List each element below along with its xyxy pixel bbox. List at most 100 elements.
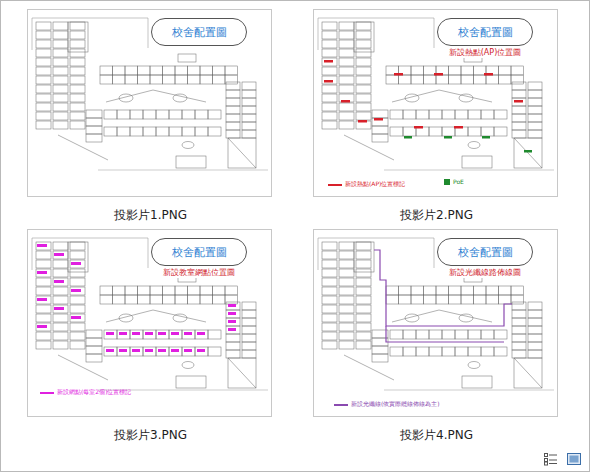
plan-stroke (53, 76, 68, 84)
plan-stroke (36, 278, 51, 286)
plan-stroke (70, 242, 85, 250)
plan-stroke (499, 66, 512, 75)
plan-stroke (225, 75, 238, 84)
plan-stroke (403, 110, 416, 119)
plan-stroke (36, 58, 51, 66)
plan-stroke (356, 58, 371, 66)
plan-stroke (339, 31, 354, 39)
plan-stroke (53, 121, 68, 129)
plan-stroke (322, 314, 337, 322)
plan-stroke (339, 103, 354, 111)
plan-stroke (462, 376, 492, 388)
slide-thumbnail: 投影片1.PNG校舍配置圖 (27, 9, 272, 197)
plan-stroke (512, 114, 526, 122)
plan-stroke (113, 75, 126, 84)
plan-stroke (449, 286, 462, 295)
plan-stroke (242, 326, 256, 334)
plan-stroke (195, 127, 208, 136)
plan-stroke (175, 286, 188, 295)
plan-stroke (86, 118, 102, 126)
plan-stroke (86, 110, 102, 118)
port-mark (37, 325, 47, 328)
plan-stroke (514, 358, 542, 388)
plan-stroke (339, 22, 354, 30)
plan-stroke (143, 347, 156, 356)
plan-stroke (339, 94, 354, 102)
plan-stroke (176, 376, 206, 388)
fiber-line (386, 326, 504, 342)
floor-plan (318, 18, 554, 170)
floor-plan (318, 238, 554, 390)
plan-stroke (339, 85, 354, 93)
port-mark (228, 320, 236, 323)
plan-stroke (53, 58, 68, 66)
plan-stroke (528, 122, 542, 130)
plan-stroke (411, 66, 424, 75)
plan-stroke (528, 106, 542, 114)
plan-stroke (32, 18, 148, 50)
legend-item: PoE (444, 178, 464, 185)
plan-stroke (36, 22, 51, 30)
plan-stroke (163, 295, 176, 304)
plan-stroke (70, 269, 85, 277)
plan-stroke (98, 170, 268, 171)
plan-stroke (372, 346, 388, 354)
plan-stroke (225, 286, 238, 295)
port-mark (171, 349, 179, 352)
plan-stroke (356, 112, 371, 120)
plan-stroke (53, 40, 68, 48)
plan-stroke (494, 347, 507, 356)
plan-stroke (356, 31, 371, 39)
plan-stroke (481, 127, 494, 136)
plan-stroke (512, 122, 526, 130)
plan-stroke (228, 358, 256, 388)
plan-stroke (36, 305, 51, 313)
port-mark (54, 253, 64, 256)
plan-stroke (322, 332, 337, 340)
plan-stroke (356, 287, 371, 295)
plan-stroke (36, 121, 51, 129)
plan-stroke (32, 238, 148, 270)
port-mark (171, 332, 179, 335)
legend-text: 新設熱點(AP)位置標記 (345, 180, 405, 189)
plan-stroke (143, 110, 156, 119)
plan-stroke (200, 286, 213, 295)
plan-stroke (384, 170, 554, 171)
plan-stroke (512, 106, 526, 114)
plan-stroke (411, 295, 424, 304)
plan-stroke (512, 310, 526, 318)
plan-stroke (58, 135, 108, 160)
plan-stroke (143, 330, 156, 339)
plan-stroke (117, 127, 130, 136)
plan-stroke (429, 110, 442, 119)
plan-stroke (175, 66, 188, 75)
plan-stroke (356, 251, 371, 259)
ap-mark (324, 80, 333, 83)
slide-thumbnail: 投影片3.PNG校舍配置圖新設教室網點位置圖新設網點(每室2個)位置標記 (27, 229, 272, 417)
plan-stroke (424, 286, 437, 295)
plan-stroke (36, 341, 51, 349)
ap-mark (358, 120, 367, 123)
plan-stroke (486, 286, 499, 295)
plan-stroke (442, 330, 455, 339)
port-mark (145, 349, 153, 352)
plan-stroke (163, 66, 176, 75)
plan-stroke (226, 302, 240, 310)
plan-stroke (208, 127, 221, 136)
plan-stroke (36, 242, 51, 250)
plan-stroke (104, 347, 117, 356)
plan-stroke (213, 66, 226, 75)
plan-stroke (339, 323, 354, 331)
plan-stroke (117, 330, 130, 339)
plan-stroke (70, 58, 85, 66)
map-subtitle: 新設教室網點位置圖 (162, 267, 236, 278)
plan-stroke (322, 269, 337, 277)
title-pill: 校舍配置圖 (437, 238, 533, 266)
plan-stroke (106, 310, 206, 322)
plan-stroke (354, 22, 374, 52)
plan-stroke (200, 75, 213, 84)
plan-stroke (36, 287, 51, 295)
plan-stroke (339, 296, 354, 304)
plan-stroke (455, 347, 468, 356)
plan-stroke (70, 112, 85, 120)
